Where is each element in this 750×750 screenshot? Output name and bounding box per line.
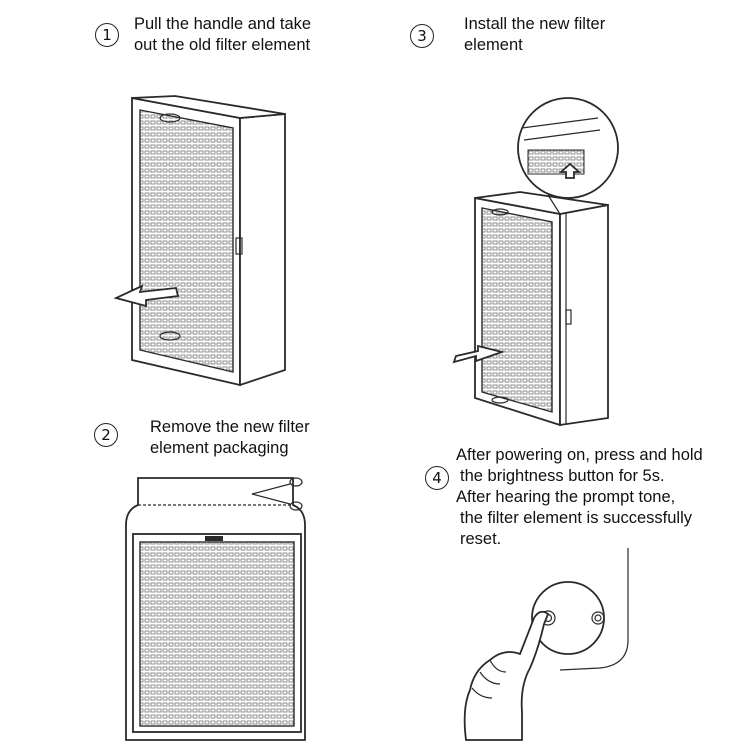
scissors-icon: [251, 477, 303, 511]
step-3-line-2: element: [464, 36, 523, 54]
step-4-line-1: After powering on, press and hold: [456, 446, 703, 464]
step-4-line-5: reset.: [460, 530, 502, 548]
button-icon: [531, 581, 605, 655]
step-2-line-1: Remove the new filter: [150, 418, 310, 436]
step-1-line-1: Pull the handle and take: [134, 15, 312, 33]
step-4-line-3: After hearing the prompt tone,: [456, 488, 676, 506]
step-3-instruction: Install the new filter element: [464, 14, 605, 56]
filter-icon: [474, 191, 609, 427]
step-2-line-2: element packaging: [150, 439, 289, 457]
arrow-icon: [452, 344, 506, 364]
step-2-number: 2: [94, 423, 118, 447]
device-panel: [559, 548, 629, 671]
step-3-number: 3: [410, 24, 434, 48]
detail-magnifier: [517, 97, 619, 215]
step-1-number: 1: [95, 23, 119, 47]
step-4-instruction: After powering on, press and hold the br…: [456, 445, 703, 550]
step-3-line-1: Install the new filter: [464, 15, 606, 33]
hand-icon: [463, 610, 550, 741]
step-1-line-2: out the old filter element: [134, 36, 311, 54]
step-1-instruction: Pull the handle and take out the old fil…: [134, 14, 311, 56]
step-4-number: 4: [425, 466, 449, 490]
step-2-instruction: Remove the new filter element packaging: [150, 417, 310, 459]
step-4-line-2: the brightness button for 5s.: [460, 467, 665, 485]
step-4-line-4: the filter element is successfully: [460, 509, 693, 527]
filter-icon: [132, 533, 302, 733]
filter-icon: [131, 95, 286, 387]
arrow-icon: [113, 284, 180, 308]
